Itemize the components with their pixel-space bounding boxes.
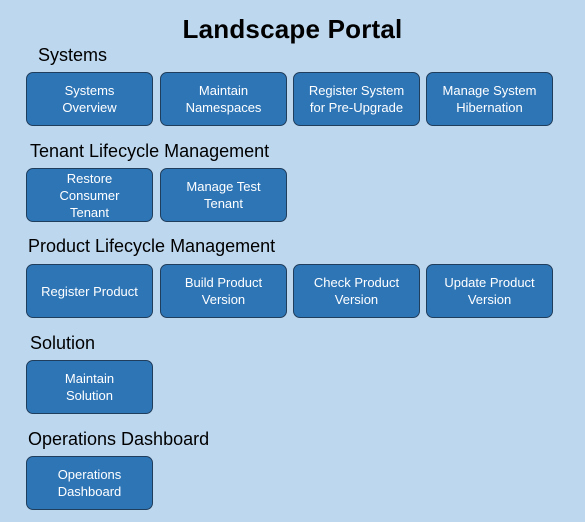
tile-operations-dashboard[interactable]: Operations Dashboard [26,456,153,510]
section-title-operations-dashboard: Operations Dashboard [28,429,210,449]
tile-build-product-version[interactable]: Build Product Version [160,264,287,318]
tile-update-product-version[interactable]: Update Product Version [426,264,553,318]
tile-systems-overview[interactable]: Systems Overview [26,72,153,126]
tile-register-system-pre-upgrade[interactable]: Register System for Pre-Upgrade [293,72,420,126]
section-title-product-lifecycle: Product Lifecycle Management [28,236,276,256]
tile-maintain-namespaces[interactable]: Maintain Namespaces [160,72,287,126]
tile-maintain-solution[interactable]: Maintain Solution [26,360,153,414]
section-title-systems: Systems [38,45,108,65]
tile-manage-system-hibernation[interactable]: Manage System Hibernation [426,72,553,126]
tile-register-product[interactable]: Register Product [26,264,153,318]
section-title-tenant-lifecycle: Tenant Lifecycle Management [30,141,270,161]
page-title: Landscape Portal [182,14,403,44]
tile-restore-consumer-tenant[interactable]: Restore Consumer Tenant [26,168,153,222]
section-title-solution: Solution [30,333,96,353]
tile-manage-test-tenant[interactable]: Manage Test Tenant [160,168,287,222]
tile-check-product-version[interactable]: Check Product Version [293,264,420,318]
